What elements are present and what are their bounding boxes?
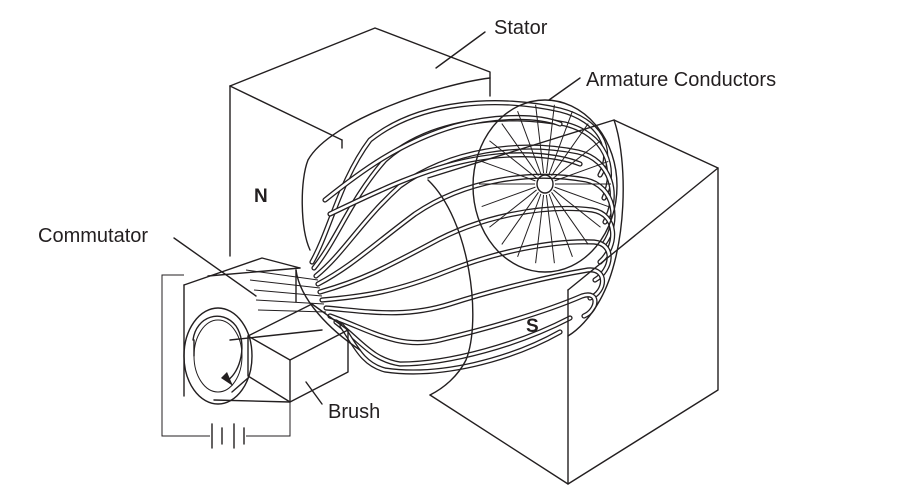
external-circuit: [161, 274, 291, 449]
stator-callout: Stator: [435, 17, 548, 69]
brush-leader-line: [305, 381, 323, 405]
commutator-callout: Commutator: [38, 225, 257, 297]
armature-conductors: [309, 100, 616, 375]
commutator: [183, 257, 327, 405]
wire-loop: [313, 144, 615, 279]
brush-callout: Brush: [305, 381, 380, 423]
stator-leader-line: [435, 31, 486, 69]
armature-spoke: [545, 194, 555, 264]
armature-spoke: [551, 123, 589, 176]
armature-spoke: [554, 160, 609, 182]
wire-loop: [327, 152, 583, 217]
armature-spoke: [517, 111, 542, 175]
armature-spoke: [481, 186, 536, 208]
armature-cylinder: [295, 269, 361, 351]
armature-shaft-hub: [536, 174, 554, 194]
armature-spoke: [545, 104, 555, 174]
armature-spoke: [489, 189, 537, 228]
armature-spoke: [554, 186, 609, 208]
armature-spoke: [553, 140, 601, 179]
wire-loop: [311, 116, 613, 271]
armature-leader-line: [548, 77, 581, 101]
armature-spoke: [548, 111, 573, 175]
stator-label: Stator: [494, 17, 548, 39]
armature-spoke: [535, 104, 545, 174]
armature-spoke: [517, 193, 542, 257]
wire-loop: [319, 239, 612, 303]
armature-spoke: [501, 192, 539, 245]
rotation-arrow-head: [221, 372, 233, 386]
south-pole-label: S: [526, 316, 539, 337]
armature-end-face: [472, 99, 618, 273]
north-pole-label: N: [254, 186, 268, 207]
armature-conductors-callout: Armature Conductors: [548, 69, 776, 101]
commutator-label: Commutator: [38, 225, 148, 247]
armature-spokes: [479, 104, 611, 264]
wire-loop: [322, 114, 563, 203]
north-pole-block: [229, 27, 491, 257]
wire-loop: [323, 267, 606, 316]
commutator-leader-line: [173, 237, 257, 297]
battery-symbol: [211, 423, 245, 449]
rotation-arrow: [192, 315, 243, 381]
south-pole-block: [427, 119, 719, 485]
armature-spoke: [535, 194, 545, 264]
armature-spoke: [551, 192, 589, 245]
armature-spoke: [489, 140, 537, 179]
wire-loop: [315, 173, 616, 287]
wire-loop: [309, 100, 609, 265]
wire-loop: [327, 292, 598, 346]
commutator-disc: [183, 307, 253, 405]
wire-loop: [317, 205, 616, 295]
wire-loop: [333, 315, 573, 367]
armature-spoke: [553, 189, 601, 228]
armature-spoke: [481, 160, 536, 182]
brush: [213, 303, 349, 403]
armature-spoke: [548, 193, 573, 257]
brush-label: Brush: [328, 401, 380, 423]
armature-conductors-label: Armature Conductors: [586, 69, 776, 91]
